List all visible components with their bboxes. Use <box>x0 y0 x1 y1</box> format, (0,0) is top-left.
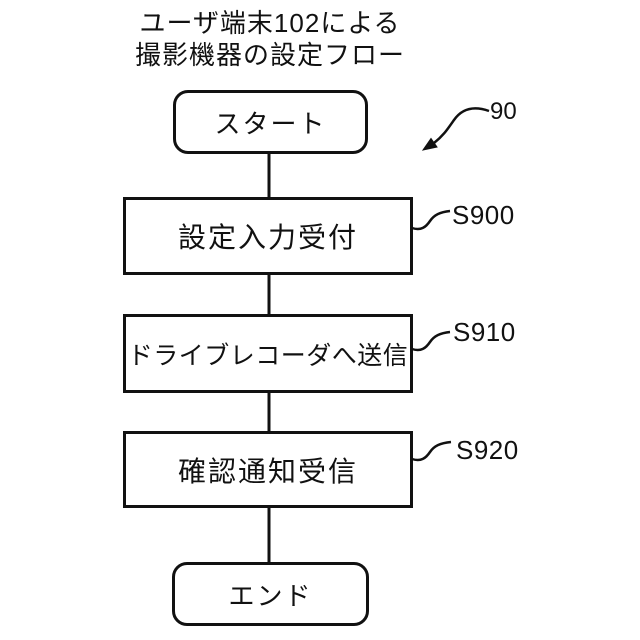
process-box-s910: ドライブレコーダへ送信 <box>123 314 413 393</box>
figure-title: ユーザ端末102による 撮影機器の設定フロー <box>70 8 470 71</box>
leader-s900 <box>411 209 451 231</box>
process-box-s920-label: 確認通知受信 <box>177 455 358 487</box>
process-box-s910-label: ドライブレコーダへ送信 <box>127 341 409 370</box>
step-label-s920: S920 <box>456 435 519 465</box>
end-node: エンド <box>172 562 369 626</box>
process-box-s900: 設定入力受付 <box>123 197 413 275</box>
process-box-s920: 確認通知受信 <box>123 431 413 508</box>
step-label-s900: S900 <box>452 200 515 230</box>
leader-s920 <box>411 440 452 462</box>
reference-label-90: 90 <box>490 98 517 125</box>
reference-arrow-line <box>433 107 490 144</box>
end-node-label: エンド <box>228 580 313 611</box>
figure-title-line2: 撮影機器の設定フロー <box>134 39 405 70</box>
start-node-label: スタート <box>214 108 327 139</box>
step-label-s910: S910 <box>453 317 516 347</box>
reference-arrowhead <box>421 137 438 151</box>
process-box-s900-label: 設定入力受付 <box>177 222 358 253</box>
start-node: スタート <box>173 90 368 154</box>
leader-s910 <box>411 330 451 352</box>
figure-title-line1: ユーザ端末102による <box>139 8 401 38</box>
